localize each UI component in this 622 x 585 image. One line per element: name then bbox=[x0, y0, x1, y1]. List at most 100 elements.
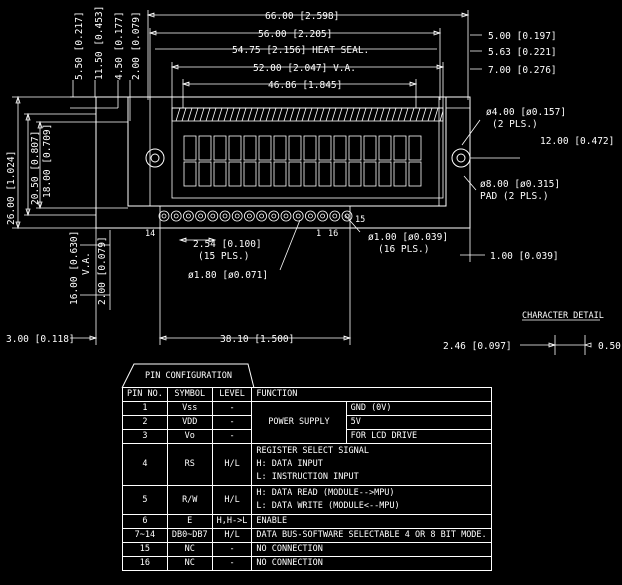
character-cell bbox=[303, 135, 317, 161]
cell-pin: 5 bbox=[122, 485, 168, 515]
character-cell bbox=[228, 135, 242, 161]
cell-level: - bbox=[211, 542, 253, 557]
pin-pad bbox=[231, 210, 243, 222]
character-cell bbox=[273, 161, 287, 187]
header-pin-no: PIN NO. bbox=[122, 387, 168, 402]
character-cell bbox=[348, 135, 362, 161]
bottom-va-lines bbox=[70, 214, 361, 345]
pin-pad bbox=[170, 210, 182, 222]
pin-hole bbox=[271, 213, 277, 219]
dim-pad-dia: ø8.00 [ø0.315] bbox=[480, 179, 560, 190]
cell-symbol: E bbox=[166, 514, 213, 529]
pin-hole bbox=[246, 213, 252, 219]
cell-symbol: R/W bbox=[166, 485, 213, 515]
table-row: 5 R/W H/L H: DATA READ (MODULE-->MPU) L:… bbox=[122, 485, 492, 515]
heat-seal-outline bbox=[149, 96, 440, 207]
pin-pad bbox=[158, 210, 170, 222]
character-cell bbox=[303, 161, 317, 187]
cell-function-sub: FOR LCD DRIVE bbox=[345, 429, 492, 444]
dim-right-563: 5.63 [0.221] bbox=[488, 47, 557, 58]
pin-caption-tab bbox=[121, 363, 255, 389]
cell-pin: 4 bbox=[122, 443, 168, 486]
character-cell bbox=[183, 161, 197, 187]
pin-label-15: 15 bbox=[355, 215, 365, 225]
character-cell bbox=[198, 135, 212, 161]
character-cell bbox=[393, 135, 407, 161]
pin-pad bbox=[182, 210, 194, 222]
cell-pin: 6 bbox=[122, 514, 168, 529]
dim-hole-dia: ø4.00 [ø0.157] bbox=[486, 107, 566, 118]
function-line: H: DATA READ (MODULE-->MPU) bbox=[256, 488, 395, 498]
pin-hole bbox=[283, 213, 289, 219]
cell-pin: 1 bbox=[122, 401, 168, 416]
dim-va-width: 52.00 [2.047] V.A. bbox=[253, 63, 356, 74]
character-cell bbox=[348, 161, 362, 187]
function-line: L: INSTRUCTION INPUT bbox=[256, 472, 359, 482]
cell-level: H/L bbox=[211, 443, 253, 486]
cell-pin: 2 bbox=[122, 415, 168, 430]
header-function: FUNCTION bbox=[251, 387, 492, 402]
dim-va-height: 16.00 [0.630] bbox=[69, 231, 80, 305]
dim-right-1200: 12.00 [0.472] bbox=[540, 136, 614, 147]
character-cell bbox=[408, 161, 422, 187]
character-grid bbox=[183, 135, 422, 187]
dim-right-700: 7.00 [0.276] bbox=[488, 65, 557, 76]
dim-overall-width: 66.00 [2.598] bbox=[265, 11, 339, 22]
pin-label-14: 14 bbox=[145, 229, 155, 239]
table-row: 7~14 DB0~DB7 H/L DATA BUS-SOFTWARE SELEC… bbox=[122, 528, 492, 543]
mount-hole-right bbox=[451, 148, 471, 168]
cell-function-sub: 5V bbox=[345, 415, 492, 430]
cell-function-main: POWER SUPPLY bbox=[251, 401, 347, 444]
pin-pad bbox=[256, 210, 268, 222]
cell-pin: 15 bbox=[122, 542, 168, 557]
character-cell bbox=[198, 161, 212, 187]
cell-function: NO CONNECTION bbox=[251, 556, 492, 571]
table-row: 1 Vss - POWER SUPPLY GND (0V) bbox=[122, 401, 492, 444]
pin-row bbox=[158, 210, 353, 222]
pin-pad bbox=[207, 210, 219, 222]
character-cell bbox=[273, 135, 287, 161]
dim-left-1150: 11.50 [0.453] bbox=[94, 6, 105, 80]
top-dimension-lines bbox=[146, 10, 470, 108]
pin-hole bbox=[259, 213, 265, 219]
cell-function-lines: H: DATA READ (MODULE-->MPU) L: DATA WRIT… bbox=[251, 485, 492, 515]
cell-function-lines: REGISTER SELECT SIGNAL H: DATA INPUT L: … bbox=[251, 443, 492, 486]
header-symbol: SYMBOL bbox=[166, 387, 213, 402]
pin-hole bbox=[295, 213, 301, 219]
character-cell bbox=[378, 161, 392, 187]
dim-heat-seal: 54.75 [2.156] HEAT SEAL. bbox=[232, 45, 369, 56]
dim-va-offset: 2.00 [0.079] bbox=[97, 236, 108, 305]
mount-hole-left-inner bbox=[150, 153, 160, 163]
character-cell bbox=[333, 135, 347, 161]
viewing-area bbox=[171, 107, 444, 199]
cell-symbol: Vo bbox=[166, 429, 213, 444]
dim-char-width: 2.46 [0.097] bbox=[443, 341, 512, 352]
pin-config-caption: PIN CONFIGURATION bbox=[145, 371, 232, 381]
dim-left-550: 5.50 [0.217] bbox=[74, 11, 85, 80]
character-cell bbox=[378, 135, 392, 161]
character-cell bbox=[318, 161, 332, 187]
bezel-outline bbox=[127, 96, 447, 207]
pin-hole bbox=[222, 213, 228, 219]
cell-level: - bbox=[211, 556, 253, 571]
dim-pad-ring: ø1.80 [ø0.071] bbox=[188, 270, 268, 281]
function-line: L: DATA WRITE (MODULE<--MPU) bbox=[256, 501, 400, 511]
table-row: 6 E H,H->L ENABLE bbox=[122, 514, 492, 529]
pin-pad bbox=[195, 210, 207, 222]
character-cell bbox=[363, 135, 377, 161]
cell-level: - bbox=[211, 401, 253, 416]
pin-pad bbox=[219, 210, 231, 222]
pin-hole bbox=[198, 213, 204, 219]
cell-function: DATA BUS-SOFTWARE SELECTABLE 4 OR 8 BIT … bbox=[251, 528, 492, 543]
dim-pitch-pls: (15 PLS.) bbox=[198, 251, 249, 262]
character-cell bbox=[243, 135, 257, 161]
cell-pin: 7~14 bbox=[122, 528, 168, 543]
cell-symbol: NC bbox=[166, 556, 213, 571]
header-level: LEVEL bbox=[211, 387, 253, 402]
pin-pad bbox=[280, 210, 292, 222]
pin-pad bbox=[304, 210, 316, 222]
pin-hole bbox=[173, 213, 179, 219]
cell-level: H,H->L bbox=[211, 514, 253, 529]
mount-hole-right-inner bbox=[456, 153, 466, 163]
table-row: 15 NC - NO CONNECTION bbox=[122, 542, 492, 557]
